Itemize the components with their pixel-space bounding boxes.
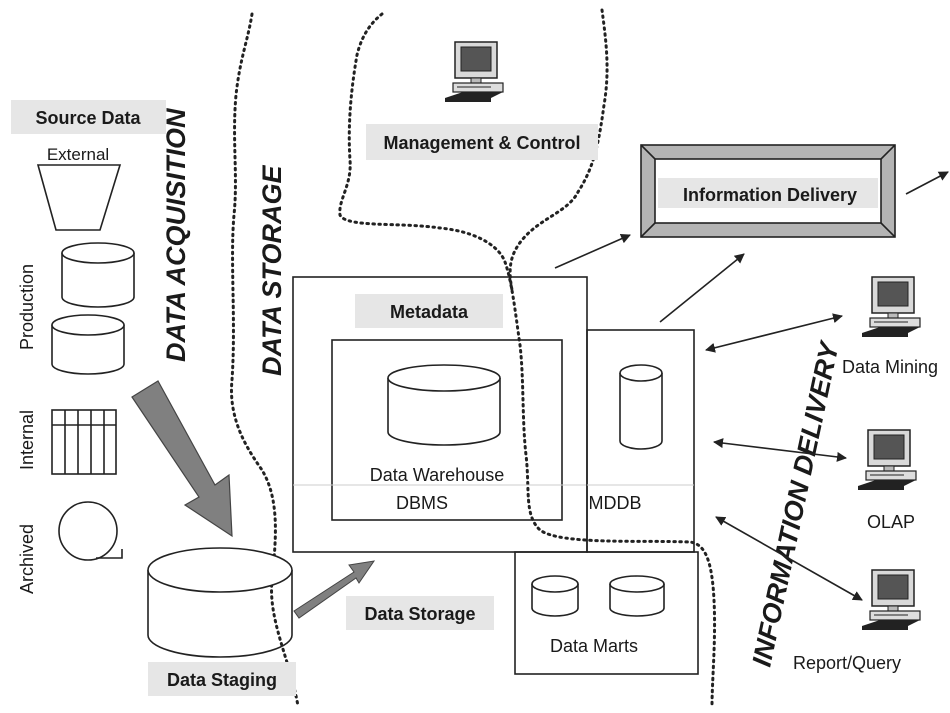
data-mart-db-2: [609, 575, 665, 617]
olap-label: OLAP: [867, 512, 915, 532]
metadata-label: Metadata: [390, 302, 469, 322]
information-delivery-frame: [640, 144, 896, 238]
data-warehouse-label: Data Warehouse: [370, 465, 504, 485]
data-staging-label-box: [148, 662, 296, 696]
report-query-computer-icon: [861, 569, 921, 631]
mddb-olap-arrow: [713, 438, 847, 462]
report-query-label: Report/Query: [793, 653, 901, 673]
staging-to-storage-arrow: [293, 560, 376, 619]
management-control-label-box: [366, 124, 598, 160]
data-warehouse-db: [387, 364, 501, 446]
archived-label: Archived: [17, 524, 37, 594]
mddb-box: [586, 329, 695, 553]
acquisition-arrow: [131, 380, 233, 538]
production-db-1: [61, 242, 135, 308]
archived-source-tape: [58, 501, 123, 561]
management-computer-icon: [444, 41, 504, 103]
mddb-db: [619, 364, 663, 450]
information-delivery-label: Information Delivery: [683, 185, 857, 205]
data-acquisition-title: DATA ACQUISITION: [161, 108, 191, 362]
source-data-label-box: [11, 100, 166, 134]
data-storage-label-box: [346, 596, 494, 630]
metadata-label-box: [355, 294, 503, 328]
data-marts-box: [514, 551, 699, 675]
data-mart-db-1: [531, 575, 579, 617]
olap-computer-icon: [857, 429, 917, 491]
data-warehouse-inner-box: [331, 339, 563, 521]
storage-boundary-right: [508, 8, 609, 292]
management-control-label: Management & Control: [383, 133, 580, 153]
source-data-label: Source Data: [35, 108, 141, 128]
data-mining-computer-icon: [861, 276, 921, 338]
external-label: External: [47, 145, 109, 164]
data-staging-db: [147, 547, 293, 658]
production-label: Production: [17, 264, 37, 350]
external-source-trapezoid: [36, 164, 122, 231]
data-staging-label: Data Staging: [167, 670, 277, 690]
data-marts-label: Data Marts: [550, 636, 638, 656]
warehouse-to-delivery-arrow: [554, 234, 631, 269]
mddb-report-arrow: [715, 516, 863, 601]
internal-source-grid: [51, 409, 117, 475]
mddb-data-mining-arrow: [705, 313, 843, 353]
production-db-2: [51, 314, 125, 375]
mddb-label: MDDB: [589, 493, 642, 513]
internal-label: Internal: [17, 410, 37, 470]
dbms-label: DBMS: [396, 493, 448, 513]
data-storage-title: DATA STORAGE: [257, 165, 287, 376]
mddb-to-delivery-arrow: [659, 253, 745, 323]
data-mining-label: Data Mining: [842, 357, 938, 377]
data-storage-label: Data Storage: [364, 604, 475, 624]
info-delivery-out-arrow: [905, 171, 949, 195]
information-delivery-title: INFORMATION DELIVERY: [747, 337, 846, 669]
